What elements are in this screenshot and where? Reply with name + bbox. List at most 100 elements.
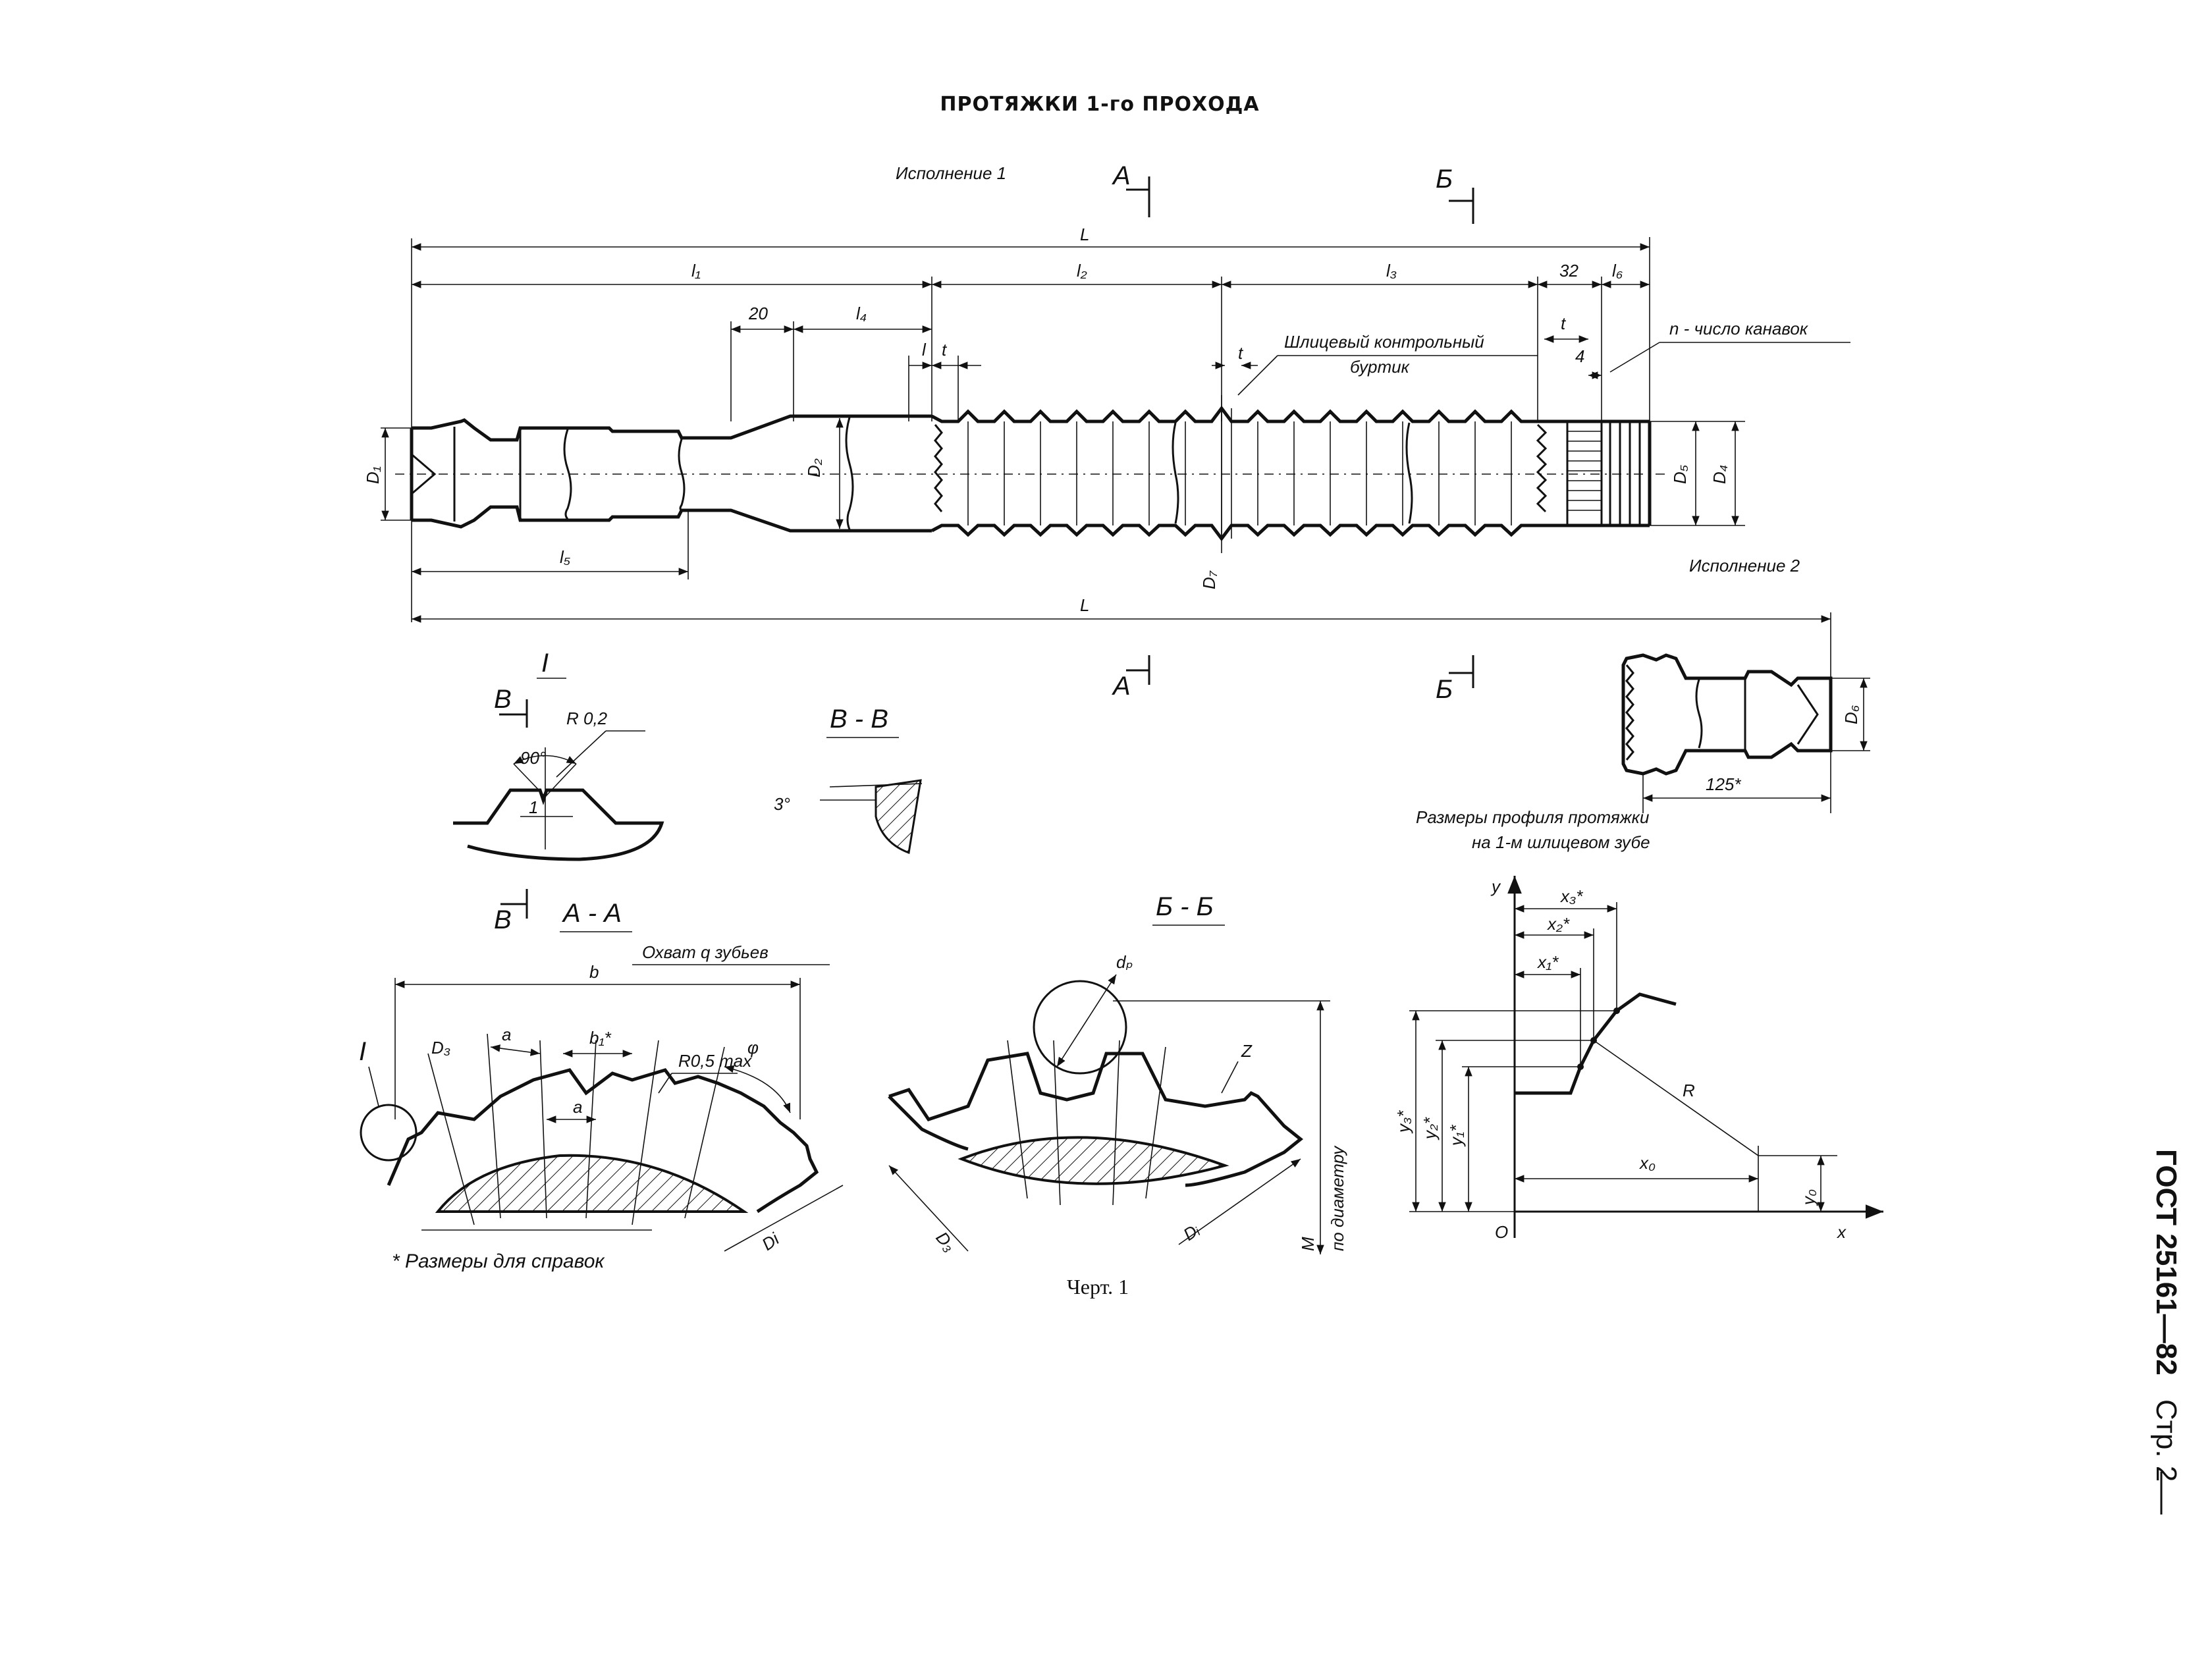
side-label: ГОСТ 25161—82 Стр. 2: [2150, 1149, 2182, 1482]
profile-caption-2: на 1-м шлицевом зубе: [1472, 832, 1650, 852]
dim-D5-D4: D₅ D₄: [1650, 421, 1745, 526]
section-mark-a-bottom: А: [1112, 672, 1131, 701]
callout-spline-collar-line1: Шлицевый контрольный: [1284, 332, 1484, 352]
section-AA-Di: Di: [758, 1229, 783, 1254]
section-AA-a2: a: [573, 1097, 582, 1117]
variant-1-label: Исполнение 1: [896, 163, 1006, 183]
callout-spline-collar-line2: буртик: [1350, 357, 1411, 377]
dim-l-label: l: [922, 340, 927, 360]
section-BB2-Z: Z: [1241, 1041, 1253, 1061]
section-BB2-Di: Dᵢ: [1179, 1220, 1203, 1245]
dim-l1-label: l₁: [691, 261, 701, 281]
section-mark-a-top: А: [1112, 161, 1131, 190]
profile-axis-x: x: [1836, 1222, 1847, 1242]
dim-D7: D₇: [1199, 395, 1222, 589]
dim-L-bottom-label: L: [1080, 595, 1089, 615]
callout-spline-collar: Шлицевый контрольный буртик: [1237, 332, 1538, 396]
dim-D1-label: D₁: [363, 466, 383, 484]
profile-x2: x₂*: [1546, 914, 1570, 934]
section-AA-label: А - А: [562, 899, 622, 928]
detail-I-radius: R 0,2: [566, 709, 608, 728]
section-A-A-view: А - А Охват q зубьев b I D₃ a b₁* a R0,5…: [359, 899, 844, 1254]
callout-grooves: n - число канавок: [1609, 319, 1850, 373]
dim-l6-label: l₆: [1612, 261, 1623, 281]
dim-D2: D₂: [804, 418, 844, 529]
section-mark-a-bottom-arrow: [1126, 655, 1150, 685]
dim-l4-label: l₄: [856, 304, 867, 323]
section-BB-angle: 3°: [774, 794, 790, 814]
dim-l3-label: l₃: [1386, 261, 1397, 281]
dimension-L-top: L: [411, 225, 1650, 428]
dim-D6-label: D₆: [1841, 705, 1861, 724]
section-BB2-D3: D₃: [932, 1228, 959, 1256]
dim-D1: D₁: [363, 427, 412, 521]
dim-20-label: 20: [748, 304, 768, 323]
section-AA-radius: R0,5 max: [678, 1051, 752, 1071]
section-AA-a1: a: [502, 1025, 511, 1044]
section-BB2-dp: dₚ: [1116, 952, 1133, 972]
detail-I-B: В: [494, 685, 512, 714]
profile-y3: y₃*: [1393, 1110, 1413, 1134]
section-BB2-M: M: [1298, 1237, 1318, 1251]
detail-I-angle: 90°: [520, 748, 546, 768]
section-AA-phi: φ: [747, 1038, 759, 1058]
dim-t3-label: t: [1561, 313, 1567, 333]
dim-l5: l₅: [411, 510, 689, 622]
side-label-standard: ГОСТ 25161—82: [2150, 1149, 2182, 1376]
broach-body: [395, 405, 1666, 542]
profile-x3: x₃*: [1559, 886, 1583, 906]
profile-x0: x₀: [1638, 1153, 1656, 1173]
figure-caption: Черт. 1: [1067, 1275, 1129, 1299]
side-label-page: Стр. 2: [2150, 1399, 2182, 1482]
profile-R: R: [1683, 1081, 1695, 1100]
section-B-B-view: В - В 3°: [774, 705, 923, 855]
dim-L-label: L: [1080, 225, 1089, 244]
dim-D2-label: D₂: [804, 458, 824, 477]
dim-t2-label: t: [1238, 343, 1244, 363]
section-B-B2-view: Б - Б dₚ Z M по диаметру D₃ Dᵢ: [888, 892, 1347, 1256]
section-AA-D3: D₃: [431, 1038, 450, 1058]
dim-l5-label: l₅: [560, 547, 571, 567]
profile-x1: x₁*: [1536, 952, 1559, 972]
profile-origin: O: [1495, 1222, 1508, 1242]
detail-I: I В 90° R 0,2 1 В: [453, 649, 664, 934]
profile-y1: y₁*: [1446, 1125, 1466, 1147]
dim-32-label: 32: [1559, 261, 1578, 281]
detail-I-B2: В: [494, 905, 512, 934]
section-mark-b-top-arrow: [1449, 188, 1474, 224]
profile-y0: y₀: [1798, 1189, 1818, 1206]
note-reference-dims: * Размеры для справок: [392, 1250, 605, 1272]
dim-l2-label: l₂: [1077, 261, 1087, 281]
dim-125-label: 125*: [1706, 774, 1741, 794]
variant-2-label: Исполнение 2: [1689, 556, 1800, 576]
dim-4-label: 4: [1575, 346, 1584, 366]
section-BB2-label: Б - Б: [1156, 892, 1214, 921]
section-AA-coverage: Охват q зубьев: [642, 942, 769, 962]
dimension-t-collar: t: [1212, 343, 1258, 369]
variant-2-end-view: D₆ 125*: [1621, 653, 1870, 813]
section-mark-b-bottom-arrow: [1449, 655, 1474, 688]
section-mark-b-bottom: Б: [1436, 675, 1453, 704]
callout-grooves-text: n - число канавок: [1669, 319, 1809, 338]
dimension-l-t: l t: [908, 340, 981, 421]
section-mark-a-top-arrow: [1126, 176, 1150, 217]
section-AA-b1: b₁*: [589, 1028, 612, 1048]
section-AA-b: b: [589, 962, 599, 982]
dim-t1-label: t: [942, 340, 948, 360]
section-mark-b-top: Б: [1436, 165, 1453, 194]
dimension-t-4-end: t 4: [1544, 313, 1602, 379]
profile-axis-y: y: [1490, 876, 1501, 896]
dimension-20-l4: 20 l₄: [730, 304, 932, 421]
profile-y2: y₂*: [1420, 1117, 1440, 1140]
dimension-L-bottom: L: [412, 595, 1831, 813]
profile-caption-1: Размеры профиля протяжки: [1416, 807, 1649, 827]
dim-D7-label: D₇: [1199, 570, 1219, 589]
dim-D4-label: D₄: [1710, 465, 1729, 484]
profile-diagram: Размеры профиля протяжки на 1-м шлицевом…: [1393, 807, 1883, 1242]
detail-I-label: I: [541, 649, 549, 678]
section-AA-I: I: [359, 1037, 366, 1066]
section-BB2-diameter: по диаметру: [1328, 1145, 1347, 1251]
detail-I-one: 1: [529, 797, 538, 817]
